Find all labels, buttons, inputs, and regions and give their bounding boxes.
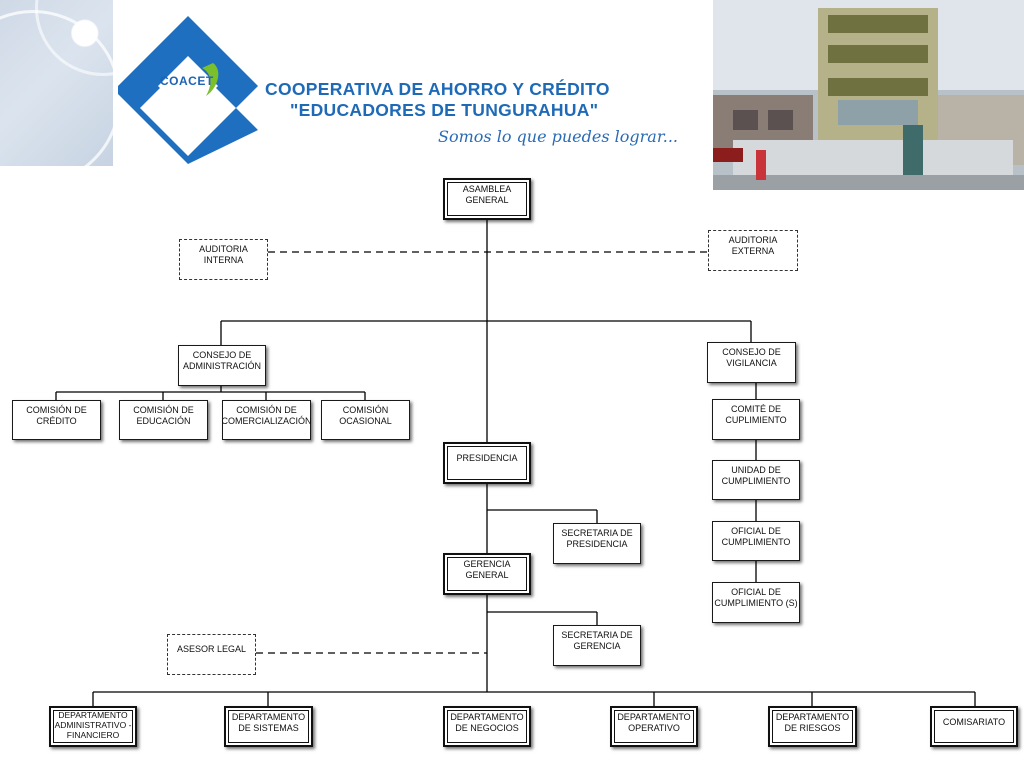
label-departamento: COMISARIATO (942, 717, 1006, 727)
box-gerencia-general: GERENCIA GENERAL (443, 553, 531, 595)
decorative-background (0, 0, 171, 186)
label-auditoria-externa: AUDITORIA EXTERNA (728, 235, 778, 256)
label-departamento: DEPARTAMENTO ADMINISTRATIVO - FINANCIERO (54, 710, 132, 740)
label-asesor-legal: ASESOR LEGAL (176, 644, 247, 654)
label-comision: COMISIÓN DE COMERCIALIZACIÓN (221, 405, 312, 426)
box-consejo-administracion: CONSEJO DE ADMINISTRACIÓN (178, 345, 266, 386)
box-departamento-sistemas: DEPARTAMENTO DE SISTEMAS (224, 706, 313, 747)
label-cumplimiento: UNIDAD DE CUMPLIMIENTO (721, 465, 791, 486)
label-cumplimiento: OFICIAL DE CUMPLIMIENTO (S) (714, 587, 798, 608)
box-comision-credito: COMISIÓN DE CRÉDITO (12, 400, 101, 440)
label-departamento: DEPARTAMENTO OPERATIVO (617, 712, 691, 733)
box-comite-cumplimiento: COMITÉ DE CUPLIMIENTO (712, 399, 800, 440)
box-secretaria-gerencia: SECRETARIA DE GERENCIA (553, 625, 641, 666)
org-name-subtitle: "EDUCADORES DE TUNGURAHUA" (290, 100, 599, 120)
box-departamento-operativo: DEPARTAMENTO OPERATIVO (610, 706, 698, 747)
box-presidencia: PRESIDENCIA (443, 442, 531, 484)
label-departamento: DEPARTAMENTO DE RIESGOS (775, 712, 850, 733)
label-asamblea-general: ASAMBLEA GENERAL (462, 184, 512, 205)
box-oficial-cumplimiento-s: OFICIAL DE CUMPLIMIENTO (S) (712, 582, 800, 623)
box-departamento-administrativo: DEPARTAMENTO ADMINISTRATIVO - FINANCIERO (49, 706, 137, 747)
label-consejo-administracion: CONSEJO DE ADMINISTRACIÓN (182, 350, 261, 371)
box-unidad-cumplimiento: UNIDAD DE CUMPLIMIENTO (712, 460, 800, 500)
label-gerencia-general: GERENCIA GENERAL (463, 559, 511, 580)
label-presidencia: PRESIDENCIA (456, 453, 518, 463)
box-secretaria-presidencia: SECRETARIA DE PRESIDENCIA (553, 523, 641, 564)
box-asesor-legal: ASESOR LEGAL (167, 634, 256, 675)
label-secretaria-presidencia: SECRETARIA DE PRESIDENCIA (561, 528, 633, 549)
label-cumplimiento: OFICIAL DE CUMPLIMIENTO (721, 526, 791, 547)
label-comision: COMISIÓN DE CRÉDITO (26, 405, 87, 426)
box-comision-educacion: COMISIÓN DE EDUCACIÓN (119, 400, 208, 440)
coacet-logo (118, 8, 258, 164)
label-comision: COMISIÓN DE EDUCACIÓN (133, 405, 194, 426)
slogan: Somos lo que puedes lograr... (438, 127, 678, 146)
label-secretaria-gerencia: SECRETARIA DE GERENCIA (561, 630, 633, 651)
box-comision-ocasional: COMISIÓN OCASIONAL (321, 400, 410, 440)
label-cumplimiento: COMITÉ DE CUPLIMIENTO (725, 404, 787, 425)
logo-text: COACET (160, 74, 214, 88)
label-consejo-vigilancia: CONSEJO DE VIGILANCIA (722, 347, 781, 368)
box-oficial-cumplimiento: OFICIAL DE CUMPLIMIENTO (712, 521, 800, 561)
box-departamento-riesgos: DEPARTAMENTO DE RIESGOS (768, 706, 857, 747)
box-departamento-negocios: DEPARTAMENTO DE NEGOCIOS (443, 706, 531, 747)
box-comisariato: COMISARIATO (930, 706, 1018, 747)
label-comision: COMISIÓN OCASIONAL (339, 405, 392, 426)
box-auditoria-interna: AUDITORIA INTERNA (179, 239, 268, 280)
org-name: COOPERATIVA DE AHORRO Y CRÉDITO (265, 79, 610, 99)
box-auditoria-externa: AUDITORIA EXTERNA (708, 230, 798, 271)
building-photo (713, 0, 1024, 190)
box-comision-comercializacion: COMISIÓN DE COMERCIALIZACIÓN (221, 400, 312, 440)
box-consejo-vigilancia: CONSEJO DE VIGILANCIA (707, 342, 796, 383)
label-departamento: DEPARTAMENTO DE NEGOCIOS (450, 712, 524, 733)
label-departamento: DEPARTAMENTO DE SISTEMAS (231, 712, 306, 733)
box-asamblea-general: ASAMBLEA GENERAL (443, 178, 531, 220)
label-auditoria-interna: AUDITORIA INTERNA (199, 244, 248, 265)
